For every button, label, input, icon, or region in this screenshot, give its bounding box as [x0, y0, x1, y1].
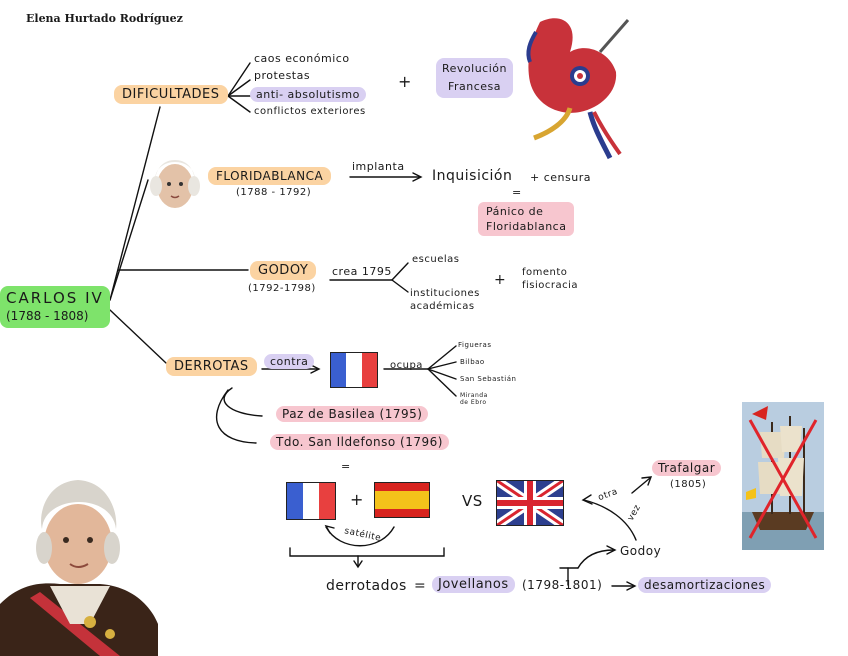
jovellanos-dates: (1798-1801)	[522, 578, 602, 592]
spain-flag-icon	[374, 482, 430, 518]
instituciones-line: instituciones	[410, 287, 480, 300]
central-dates: (1788 - 1808)	[6, 307, 104, 325]
carlos-iv-portrait	[0, 474, 158, 656]
dificultad-item-highlight: anti- absolutismo	[250, 87, 366, 102]
verb-crea: crea 1795	[332, 265, 392, 278]
panico-box: Pánico de Floridablanca	[478, 202, 574, 236]
trafalgar-year: (1805)	[670, 479, 706, 490]
contra-label: contra	[264, 354, 314, 369]
trafalgar-box: Trafalgar	[652, 460, 721, 476]
central-node: CARLOS IV (1788 - 1808)	[0, 286, 110, 328]
uk-flag-icon	[496, 480, 564, 526]
fomento-line: fomento	[522, 266, 578, 279]
instituciones-label: instituciones académicas	[410, 287, 480, 313]
inquisicion-label: Inquisición	[432, 168, 512, 184]
floridablanca-node: FLORIDABLANCA	[208, 167, 331, 185]
derrotas-node: DERROTAS	[166, 357, 257, 376]
fomento-line: fisiocracia	[522, 279, 578, 292]
dificultad-item: protestas	[254, 69, 310, 82]
tratado-san-ildefonso-box: Tdo. San Ildefonso (1796)	[270, 434, 449, 450]
jovellanos-box: Jovellanos	[432, 576, 515, 593]
trafalgar-ship-icon	[742, 402, 824, 550]
revolucion-line: Revolución	[442, 60, 507, 78]
equals-sign: =	[512, 186, 521, 199]
dificultades-node: DIFICULTADES	[114, 85, 228, 104]
revolution-cap-icon	[520, 12, 632, 160]
derrotados-label: derrotados	[326, 578, 407, 594]
plus-sign: +	[350, 490, 363, 509]
place-item: Bilbao	[460, 358, 485, 366]
dificultad-item: caos económico	[254, 52, 350, 65]
revolucion-francesa-box: Revolución Francesa	[436, 58, 513, 98]
escuelas-label: escuelas	[412, 254, 459, 265]
vs-label: VS	[462, 492, 483, 510]
panico-line: Floridablanca	[486, 219, 566, 234]
floridablanca-portrait	[145, 150, 205, 216]
central-title: CARLOS IV	[6, 289, 104, 307]
paz-basilea-box: Paz de Basilea (1795)	[276, 406, 428, 422]
instituciones-line: académicas	[410, 300, 480, 313]
france-flag-icon	[330, 352, 378, 388]
fomento-label: fomento fisiocracia	[522, 266, 578, 292]
desamortizaciones-box: desamortizaciones	[638, 577, 771, 593]
plus-sign: +	[398, 72, 411, 91]
godoy-return-label: Godoy	[620, 544, 661, 558]
france-flag-icon	[286, 482, 336, 520]
revolucion-line: Francesa	[442, 78, 507, 96]
place-item: San Sebastián	[460, 375, 516, 383]
godoy-dates: (1792-1798)	[248, 283, 316, 294]
equals-sign: =	[341, 460, 350, 473]
author-name: Elena Hurtado Rodríguez	[26, 12, 183, 25]
place-item: Miranda de Ebro	[460, 392, 498, 406]
plus-sign: +	[494, 272, 506, 288]
censura-label: + censura	[530, 171, 591, 184]
panico-line: Pánico de	[486, 204, 566, 219]
verb-implanta: implanta	[352, 160, 405, 173]
dificultad-item: conflictos exteriores	[254, 106, 366, 117]
place-item: Figueras	[458, 341, 491, 349]
equals-sign: =	[414, 578, 426, 594]
floridablanca-dates: (1788 - 1792)	[236, 187, 311, 198]
godoy-node: GODOY	[250, 261, 316, 280]
ocupa-label: ocupa	[390, 360, 423, 371]
